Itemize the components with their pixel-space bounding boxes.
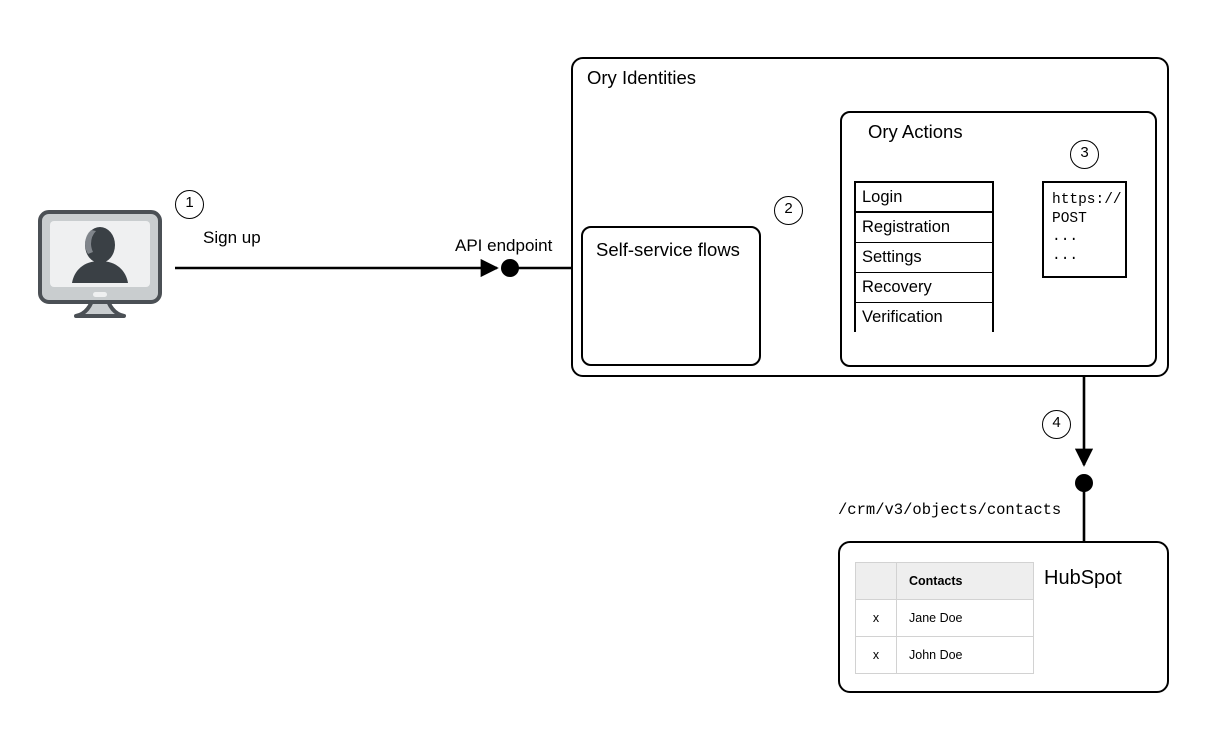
api-endpoint-label: API endpoint [455,236,553,255]
hubspot-label: HubSpot [1044,567,1122,589]
table-cell-x[interactable]: x [855,599,897,637]
table-header-x [855,562,897,600]
api-endpoint-dot [501,259,519,277]
flow-item-registration[interactable]: Registration [856,213,992,243]
step-badge-4: 4 [1042,410,1071,439]
ory-identities-title: Ory Identities [587,67,696,88]
table-header-contacts: Contacts [896,562,1034,600]
step-badge-2: 2 [774,196,803,225]
self-service-flows-box [581,226,761,366]
self-service-flows-title: Self-service flows [596,239,740,260]
ory-actions-flow-list: Login Registration Settings Recovery Ver… [854,181,994,333]
webhook-code-box: https:// POST ... ... [1042,181,1127,278]
step-badge-1: 1 [175,190,204,219]
flow-item-verification[interactable]: Verification [856,303,992,333]
sign-up-label: Sign up [203,228,261,247]
table-cell-name: John Doe [896,636,1034,674]
table-cell-name: Jane Doe [896,599,1034,637]
table-row[interactable]: x Jane Doe [855,599,1034,637]
table-row[interactable]: x John Doe [855,636,1034,674]
table-cell-x[interactable]: x [855,636,897,674]
monitor-user-icon [36,208,164,326]
flow-item-recovery[interactable]: Recovery [856,273,992,303]
flow-item-settings[interactable]: Settings [856,243,992,273]
flow-item-login[interactable]: Login [856,183,992,213]
table-header-row: Contacts [855,562,1034,600]
ory-actions-title: Ory Actions [868,121,963,142]
contacts-table: Contacts x Jane Doe x John Doe [855,562,1034,674]
step-badge-3: 3 [1070,140,1099,169]
crm-path-label: /crm/v3/objects/contacts [838,501,1062,519]
